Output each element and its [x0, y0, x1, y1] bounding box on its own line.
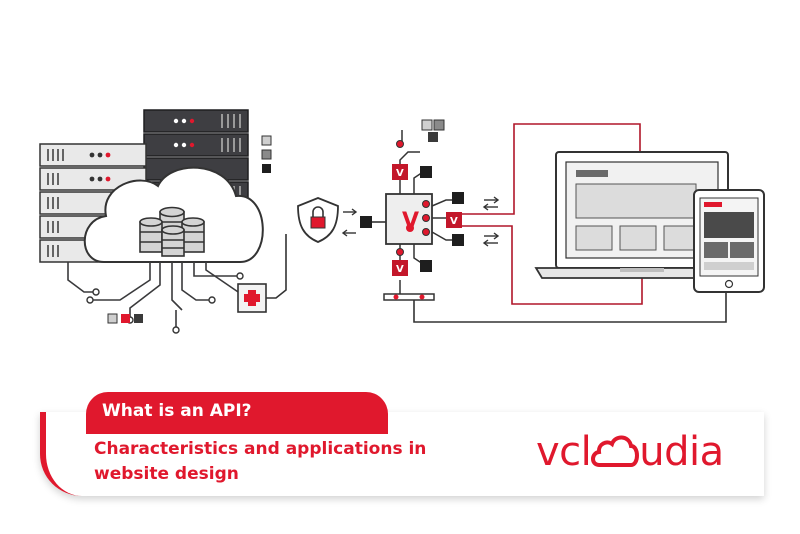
database-icon [139, 206, 205, 257]
svg-text:V: V [450, 216, 458, 227]
gateway-nodes [396, 140, 430, 256]
cloud-o-icon [591, 435, 640, 467]
banner-title-tab: What is an API? [86, 392, 388, 434]
data-blocks-bottom-icon [107, 313, 143, 324]
svg-text:V: V [396, 264, 404, 275]
svg-text:V: V [396, 168, 404, 179]
tablet-icon [693, 189, 765, 293]
circuit-nodes [86, 272, 244, 334]
gateway-blocks-icon [420, 119, 464, 272]
vcloudia-logo: vcl udia [536, 424, 724, 480]
banner-title: What is an API? [102, 401, 252, 421]
api-diagram: V V V V [39, 109, 765, 334]
exchange-arrows-icon [482, 196, 500, 247]
logo-suffix: udia [639, 429, 724, 475]
padlock-shield-icon [297, 197, 339, 243]
exchange-arrows-left-icon [341, 208, 358, 237]
laptop-icon [534, 151, 750, 279]
logo-prefix: vcl [536, 429, 592, 475]
device-connections [462, 123, 643, 305]
api-gateway-icon: V [360, 193, 433, 245]
circuit-lines [67, 262, 245, 328]
data-blocks-icon [261, 135, 272, 173]
medical-cross-icon [237, 283, 267, 313]
gateway-base-icon [383, 293, 435, 301]
v-badge-icons: V V V [392, 164, 462, 276]
banner-subtitle: Characteristics and applications in webs… [94, 439, 427, 484]
